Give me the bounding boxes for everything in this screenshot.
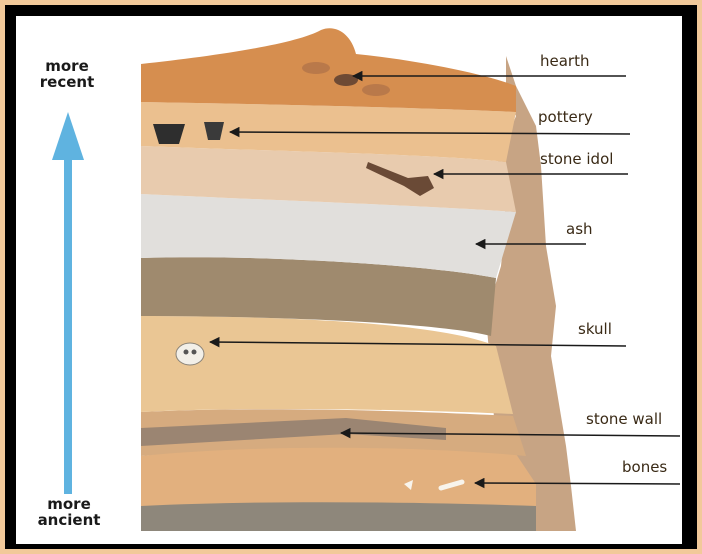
label-pottery: pottery [538, 108, 593, 126]
label-skull: skull [578, 320, 612, 338]
label-stone-wall: stone wall [586, 410, 662, 428]
stratigraphy-diagram [16, 16, 682, 544]
layer-gravel [141, 502, 536, 531]
more-recent-label: more recent [22, 58, 112, 90]
label-stone-idol: stone idol [540, 150, 613, 168]
label-ash: ash [566, 220, 593, 238]
label-hearth: hearth [540, 52, 589, 70]
label-bones: bones [622, 458, 667, 476]
timeline-arrow [52, 112, 84, 494]
more-ancient-label: more ancient [24, 496, 114, 528]
layer-skull [141, 316, 513, 414]
pointer-bones [475, 483, 680, 484]
diagram-panel: more recent more ancient hearth pottery … [16, 16, 682, 544]
skull-artifact [176, 343, 204, 365]
